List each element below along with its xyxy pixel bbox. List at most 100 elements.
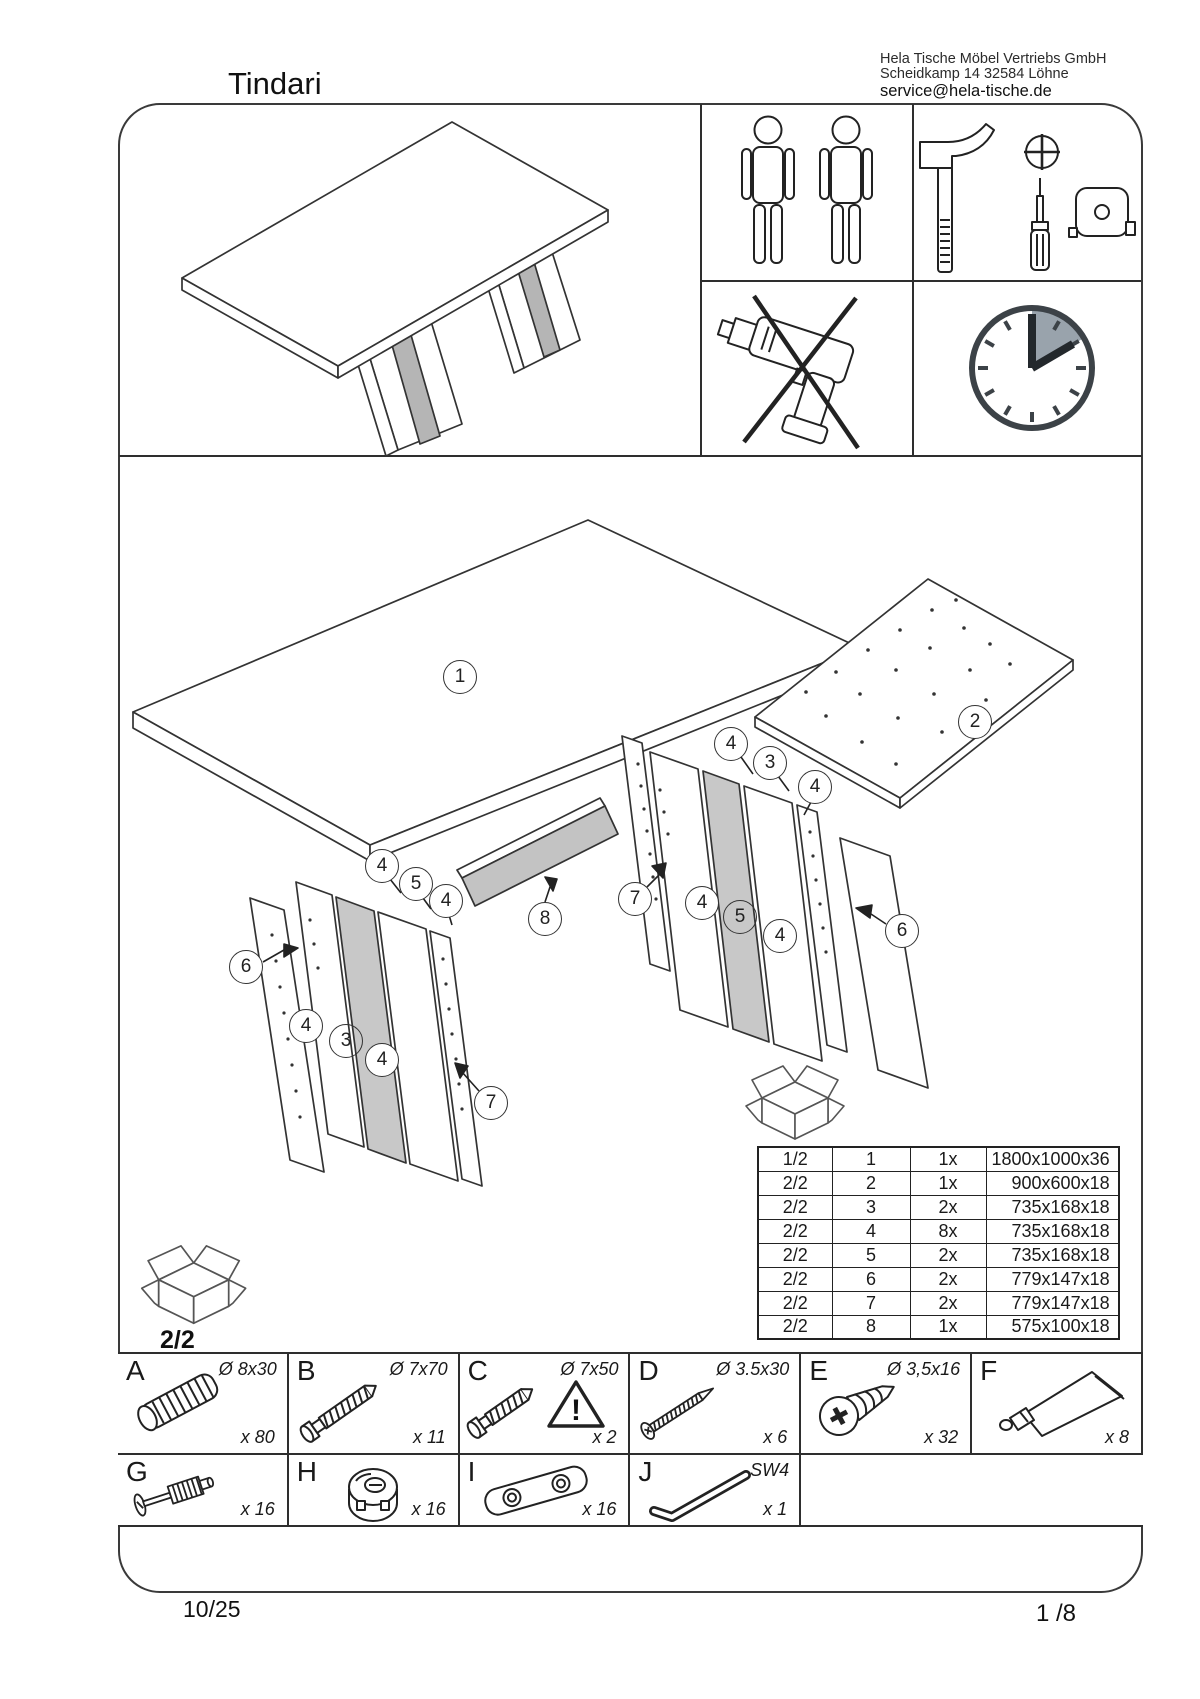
col-part: 5 [831,1242,911,1268]
hardware-qty: x 16 [582,1499,617,1519]
part-callout: 1 [443,660,477,694]
parts-dimension-table: 1/2 1 1x 1800x1000x36 2/2 2 1x 900x600x1… [757,1146,1120,1340]
hardware-item-a: A Ø 8x30 x 80 [118,1354,289,1453]
col-size: 575x100x18 [985,1314,1120,1340]
hardware-item-f: F x 8 [972,1354,1143,1453]
col-part: 4 [831,1218,911,1244]
hardware-size: Ø 3.5x30 [716,1359,790,1379]
col-box: 2/2 [757,1314,833,1340]
exploded-diagram [132,519,1074,1325]
table-row: 2/2 8 1x 575x100x18 [757,1314,1120,1340]
hardware-letter: C [467,1355,488,1386]
page-number: 1 /8 [1036,1600,1077,1627]
carton-box-icon-2-2 [140,1244,247,1325]
part-callout: 4 [365,849,399,883]
part-callout: 8 [528,902,562,936]
mounting-plate-icon [483,1465,588,1516]
col-size: 779x147x18 [985,1290,1120,1316]
col-size: 735x168x18 [985,1194,1120,1220]
allen-key-icon [649,1470,752,1522]
table-row: 2/2 5 2x 735x168x18 [757,1242,1120,1268]
col-part: 6 [831,1266,911,1292]
table-row: 2/2 4 8x 735x168x18 [757,1218,1120,1244]
part-callout: 3 [329,1024,363,1058]
company-email: service@hela-tische.de [880,82,1052,100]
hardware-empty-cell [801,1455,1143,1525]
page-frame [118,103,1143,1593]
hardware-item-d: D Ø 3.5x30 x 6 [630,1354,802,1453]
hardware-qty: x 32 [924,1427,959,1447]
col-qty: 2x [909,1194,987,1220]
wood-screw-icon [640,1387,715,1440]
col-box: 2/2 [757,1242,833,1268]
table-row: 2/2 2 1x 900x600x18 [757,1170,1120,1196]
col-box: 2/2 [757,1290,833,1316]
part-3-gray-panel [335,896,407,1164]
hardware-size: Ø 8x30 [218,1359,277,1379]
left-leg-assembly [249,881,483,1187]
hardware-item-e: E Ø 3,5x16 x 32 [801,1354,973,1453]
no-drill-icon [716,294,860,450]
col-part: 1 [831,1146,911,1172]
table-row: 2/2 3 2x 735x168x18 [757,1194,1120,1220]
part-callout: 4 [365,1043,399,1077]
tools-panel [919,123,1136,273]
col-qty: 1x [909,1314,987,1340]
glue-tube-icon [999,1371,1125,1437]
assembled-table-drawing [181,121,609,457]
col-qty: 8x [909,1218,987,1244]
cam-bolt-icon [133,1475,215,1517]
hardware-item-c: ! C Ø 7x50 x 2 [460,1354,631,1453]
clock-hand-minute [1029,340,1076,372]
table-row: 2/2 7 2x 779x147x18 [757,1290,1120,1316]
part-callout: 4 [289,1009,323,1043]
hardware-qty: x 8 [1104,1427,1129,1447]
hardware-size: Ø 7x50 [560,1359,619,1379]
part-callout: 6 [229,950,263,984]
part-callout: 7 [618,882,652,916]
hardware-item-h: H x 16 [289,1455,460,1525]
page-title: Tindari [228,66,322,101]
hardware-letter: H [296,1456,318,1487]
confirmat-screw-icon [299,1384,377,1443]
part-callout: 4 [714,727,748,761]
section-divider-line [119,455,1142,457]
date-code: 10/25 [183,1596,241,1622]
col-qty: 2x [909,1242,987,1268]
hardware-letter: B [296,1355,316,1386]
col-qty: 2x [909,1266,987,1292]
col-box: 2/2 [757,1218,833,1244]
hardware-letter: D [638,1355,659,1386]
part-callout: 4 [798,770,832,804]
warning-triangle-icon: ! [546,1380,605,1428]
col-size: 735x168x18 [985,1218,1120,1244]
company-street: Scheidkamp 14 32584 Löhne [880,66,1069,82]
col-part: 7 [831,1290,911,1316]
hardware-qty: x 11 [412,1427,446,1447]
hardware-size: Ø 3,5x16 [887,1359,961,1379]
part-callout: 4 [763,919,797,953]
hardware-qty: x 6 [763,1427,788,1447]
hardware-qty: x 16 [411,1499,446,1519]
part-callout: 5 [399,867,433,901]
table-row: 1/2 1 1x 1800x1000x36 [757,1146,1120,1172]
cam-lock-icon [347,1468,398,1522]
hardware-letter: G [126,1456,148,1487]
pan-head-screw-icon [819,1385,896,1436]
col-size: 900x600x18 [985,1170,1120,1196]
company-address-block: Hela Tische Möbel Vertriebs GmbH Scheidk… [880,52,1106,100]
screw-holes [804,598,1012,766]
col-size: 1800x1000x36 [985,1146,1120,1172]
warning-mark: ! [571,1394,581,1427]
col-box: 2/2 [757,1266,833,1292]
clock-icon [969,305,1095,431]
leader-lines [262,756,887,1092]
col-qty: 1x [909,1170,987,1196]
hardware-letter: I [467,1456,476,1487]
tape-measure-icon [1068,187,1136,238]
col-size: 779x147x18 [985,1266,1120,1292]
col-box: 1/2 [757,1146,833,1172]
col-qty: 2x [909,1290,987,1316]
hardware-row-2: G x 16 H x 16 [118,1455,1143,1527]
